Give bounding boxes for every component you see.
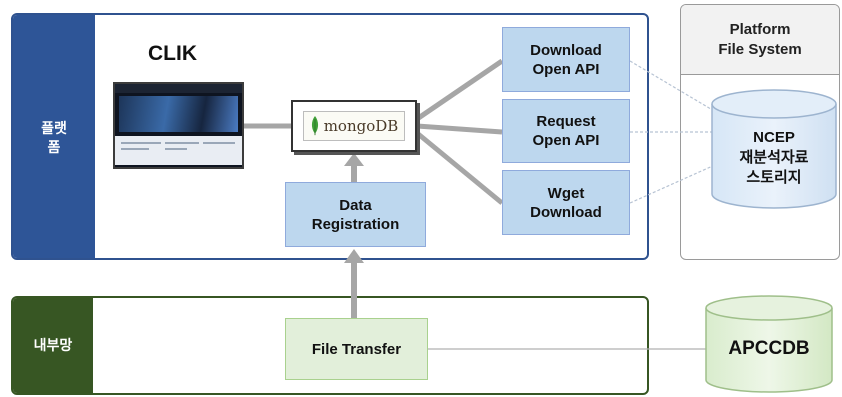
mongodb-node: mongoDB (291, 100, 417, 152)
download-open-api-node: Download Open API (502, 27, 630, 92)
platform-side-panel: 플랫 폼 (13, 15, 95, 258)
file-transfer-node: File Transfer (285, 318, 428, 380)
ncep-storage-label: NCEP 재분석자료 스토리지 (739, 129, 809, 186)
edge-wget-to-ncep (629, 159, 727, 204)
thumbnail-text-line (165, 148, 187, 150)
arrowhead-to-mongodb (344, 153, 364, 166)
platform-file-system-title: Platform File System (681, 5, 839, 75)
edge-download-api-to-ncep (629, 60, 727, 119)
thumbnail-text-line (121, 142, 161, 144)
thumbnail-text-line (121, 148, 149, 150)
thumbnail-text-line (203, 142, 235, 144)
internal-network-label: 내부망 (33, 337, 73, 353)
data-registration-node: Data Registration (285, 182, 426, 247)
leaf-icon (311, 116, 318, 136)
apccdb-cylinder (705, 295, 833, 393)
mongodb-logo: mongoDB (302, 111, 406, 141)
thumbnail-header-bar (115, 84, 242, 93)
request-open-api-node: Request Open API (502, 99, 630, 163)
clik-website-thumbnail (113, 82, 244, 169)
wget-download-node: Wget Download (502, 170, 630, 235)
thumbnail-text-line (165, 142, 199, 144)
platform-label: 플랫 폼 (41, 120, 67, 155)
edge-mongodb-to-request-api (416, 123, 503, 135)
internal-side-panel: 내부망 (13, 298, 93, 393)
edge-mongodb-to-download-api (415, 58, 504, 122)
edge-mongodb-to-wget (415, 131, 504, 205)
arrowhead-to-registration (344, 249, 364, 263)
clik-title: CLIK (148, 42, 197, 65)
ncep-storage-cylinder (711, 89, 837, 209)
thumbnail-content-area (115, 136, 242, 165)
mongodb-label: mongoDB (323, 117, 399, 135)
apccdb-label: APCCDB (728, 338, 810, 359)
thumbnail-hero-image (119, 96, 238, 132)
